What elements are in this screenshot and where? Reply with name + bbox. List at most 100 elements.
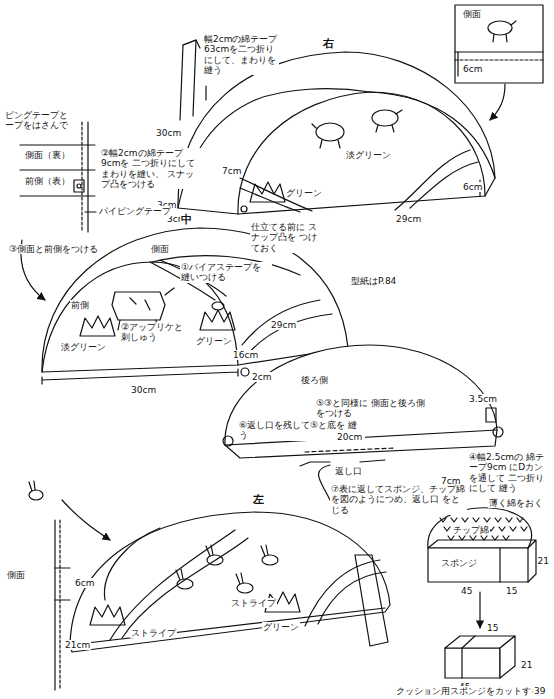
piping-inset: [81, 122, 82, 232]
right-case: [395, 150, 478, 210]
annotation: 薄く綿をおく: [488, 498, 544, 508]
back-case: [486, 408, 496, 422]
annotation: ②アップリケと 刺しゅう: [120, 322, 186, 343]
annotation: 型紙はP.84: [350, 276, 397, 286]
side-inset: [455, 5, 543, 83]
fluff-mark: [462, 518, 468, 522]
annotation: 右: [322, 38, 335, 51]
annotation: ⑦表に返してスポンジ、チップ綿 を図のようにつめ、返し口 をとじる: [330, 484, 467, 515]
fluff-mark: [510, 527, 516, 531]
middle-case: [242, 300, 332, 356]
dimension-label: 45: [460, 586, 473, 596]
dimension-label: 7cm: [221, 166, 242, 176]
back-case: [225, 345, 497, 458]
back-case: [305, 448, 395, 452]
side-inset: [493, 21, 516, 42]
annotation: ストライプ: [130, 628, 177, 638]
left-side-inset: [29, 481, 110, 690]
sponge-cushion: [500, 636, 515, 678]
left-side-inset: [62, 500, 110, 540]
right-case: [312, 124, 340, 148]
sponge-cushion: [440, 518, 527, 540]
annotation: 中: [180, 214, 193, 227]
dimension-label: 6cm: [462, 64, 483, 74]
annotation: 側面: [6, 570, 26, 580]
right-case: [178, 52, 495, 214]
sponge-cushion: [445, 648, 500, 678]
back-case: [223, 345, 503, 500]
dimension-label: 21cm: [64, 640, 91, 650]
dimension-label: 21: [520, 660, 533, 670]
annotation: 淡グリーン: [345, 150, 392, 160]
dimension-label: 20cm: [336, 432, 363, 442]
side-inset: [488, 21, 512, 35]
dimension-label: 15: [486, 623, 499, 633]
right-case: [206, 86, 480, 196]
left-case: [70, 512, 390, 652]
middle-case: [42, 369, 238, 384]
right-case: [316, 123, 344, 141]
left-case: [207, 555, 223, 565]
side-inset: [455, 59, 543, 60]
right-case: [372, 110, 398, 126]
left-case: [90, 605, 125, 625]
fluff-mark: [440, 518, 446, 522]
right-case: [241, 206, 247, 212]
dimension-label: 3.5cm: [468, 394, 498, 404]
side-inset: [455, 51, 543, 52]
annotation: 前側: [70, 300, 90, 310]
sponge-cushion: [428, 540, 536, 582]
side-inset: [490, 84, 505, 120]
annotation: グリーン: [195, 336, 233, 346]
dimension-label: 30cm: [155, 128, 182, 138]
annotation: 淡グリーン: [60, 342, 107, 352]
annotation: ピングテープと ープをはさんで: [4, 110, 72, 131]
middle-case: [241, 368, 249, 376]
right-case: [238, 92, 485, 214]
annotation: 後ろ側: [300, 375, 329, 385]
piping-inset: [77, 184, 81, 188]
right-case: [250, 182, 285, 202]
dimension-label: 29cm: [270, 320, 297, 330]
fluff-mark: [521, 527, 527, 531]
middle-case: [80, 316, 115, 336]
left-case: [104, 528, 160, 600]
left-case: [110, 530, 248, 640]
piping-inset: [74, 180, 84, 192]
fluff-mark: [451, 518, 457, 522]
left-case: [176, 569, 183, 580]
left-side-inset: [29, 481, 35, 491]
annotation: 前側（表）: [24, 176, 71, 186]
left-case: [355, 555, 388, 646]
left-case: [70, 512, 390, 652]
annotation: スポンジ: [440, 558, 478, 568]
fluff-mark: [495, 518, 501, 522]
left-case: [237, 583, 253, 593]
dimension-label: 15: [505, 586, 518, 596]
annotation: パイピングテープ: [98, 206, 172, 216]
left-side-inset: [59, 520, 60, 690]
right-case: [183, 40, 200, 48]
fluff-mark: [473, 518, 479, 522]
annotation: ③側面と前側をつける: [8, 244, 99, 254]
dimension-label: 6cm: [462, 182, 483, 192]
right-case: [376, 110, 402, 132]
dimension-label: 29cm: [395, 214, 422, 224]
middle-case: [212, 302, 224, 310]
dimension-label: 30cm: [130, 385, 157, 395]
left-case: [176, 545, 278, 593]
side-inset: [455, 5, 543, 120]
middle-case: [112, 292, 165, 320]
right-case: [178, 89, 370, 208]
dimension-label: 16cm: [232, 350, 259, 360]
annotation: 側面: [462, 9, 482, 19]
annotation: ④幅2.5cmの 綿テープ9cm にDカンを通して 二つ折りにして 縫う: [468, 452, 548, 493]
piping-inset: [85, 211, 96, 212]
sponge-cushion: [462, 636, 475, 678]
dimension-label: 21: [537, 556, 550, 566]
annotation: 左: [252, 494, 265, 507]
sponge-cushion: [479, 592, 480, 628]
piping-inset: [20, 122, 95, 232]
back-case: [318, 465, 330, 500]
